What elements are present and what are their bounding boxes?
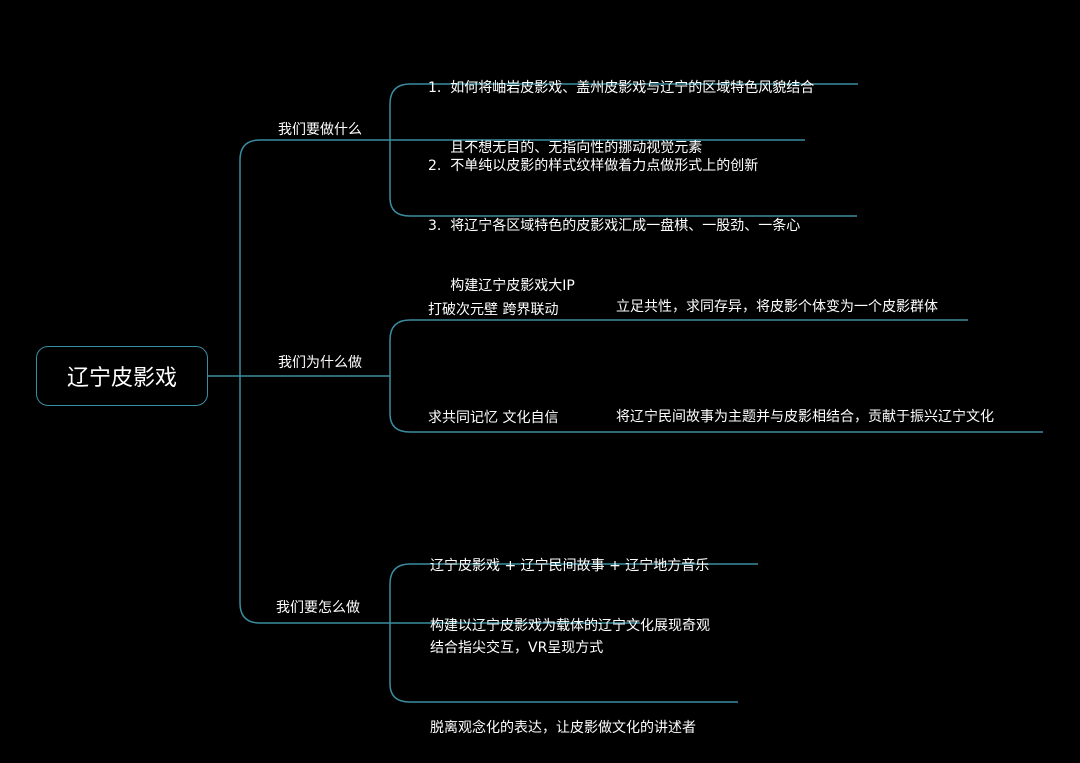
branch1-item-3-line2: 构建辽宁皮影戏大IP [428, 278, 575, 294]
branch1-item-1-line2: 且不想无目的、无指向性的挪动视觉元素 [428, 140, 703, 156]
branch3-connector [389, 563, 758, 623]
branch2-item-2-detail[interactable]: 将辽宁民间故事为主题并与皮影相结合，贡献于振兴辽宁文化 [616, 409, 994, 425]
branch3-item-2[interactable]: 结合指尖交互，VR呈现方式 [430, 598, 603, 678]
branch3-item-1[interactable]: 辽宁皮影戏 + 辽宁民间故事 + 辽宁地方音乐 构建以辽宁皮影戏为载体的辽宁文化… [430, 516, 710, 656]
branch1-item-2[interactable]: 2. 不单纯以皮影的样式纹样做着力点做形式上的创新 [428, 116, 758, 196]
branch-why-do[interactable]: 我们为什么做 [278, 355, 362, 371]
branch1-connector [389, 83, 858, 140]
branch2-item-2-label[interactable]: 求共同记忆 文化自信 [428, 410, 559, 426]
branch2-connector [389, 319, 968, 376]
branch1-item-3-line1: 3. 将辽宁各区域特色的皮影戏汇成一盘棋、一股劲、一条心 [428, 218, 801, 234]
branch1-item-3[interactable]: 3. 将辽宁各区域特色的皮影戏汇成一盘棋、一股劲、一条心 构建辽宁皮影戏大IP [428, 176, 800, 316]
branch2-item-1-detail[interactable]: 立足共性，求同存异，将皮影个体变为一个皮影群体 [616, 299, 938, 315]
branch-what-to-do[interactable]: 我们要做什么 [278, 122, 362, 138]
root-node[interactable]: 辽宁皮影戏 [36, 346, 208, 406]
branch1-item-1-line1: 1. 如何将岫岩皮影戏、盖州皮影戏与辽宁的区域特色风貌结合 [428, 80, 815, 96]
branch1-item-1[interactable]: 1. 如何将岫岩皮影戏、盖州皮影戏与辽宁的区域特色风貌结合 且不想无目的、无指向… [428, 38, 814, 178]
branch2-item-1-label[interactable]: 打破次元壁 跨界联动 [428, 302, 559, 318]
trunk-line [239, 139, 390, 376]
branch3-item-1-line2: 构建以辽宁皮影戏为载体的辽宁文化展现奇观 [430, 618, 710, 634]
branch3-item-3-line1: 脱离观念化的表达，让皮影做文化的讲述者 [430, 720, 696, 736]
branch3-item-1-line1: 辽宁皮影戏 + 辽宁民间故事 + 辽宁地方音乐 [430, 558, 710, 574]
branch1-item-2-line1: 2. 不单纯以皮影的样式纹样做着力点做形式上的创新 [428, 158, 759, 174]
branch3-item-3[interactable]: 脱离观念化的表达，让皮影做文化的讲述者 [430, 678, 696, 758]
branch3-item-2-line1: 结合指尖交互，VR呈现方式 [430, 640, 604, 656]
branch-how-to-do[interactable]: 我们要怎么做 [276, 600, 360, 616]
